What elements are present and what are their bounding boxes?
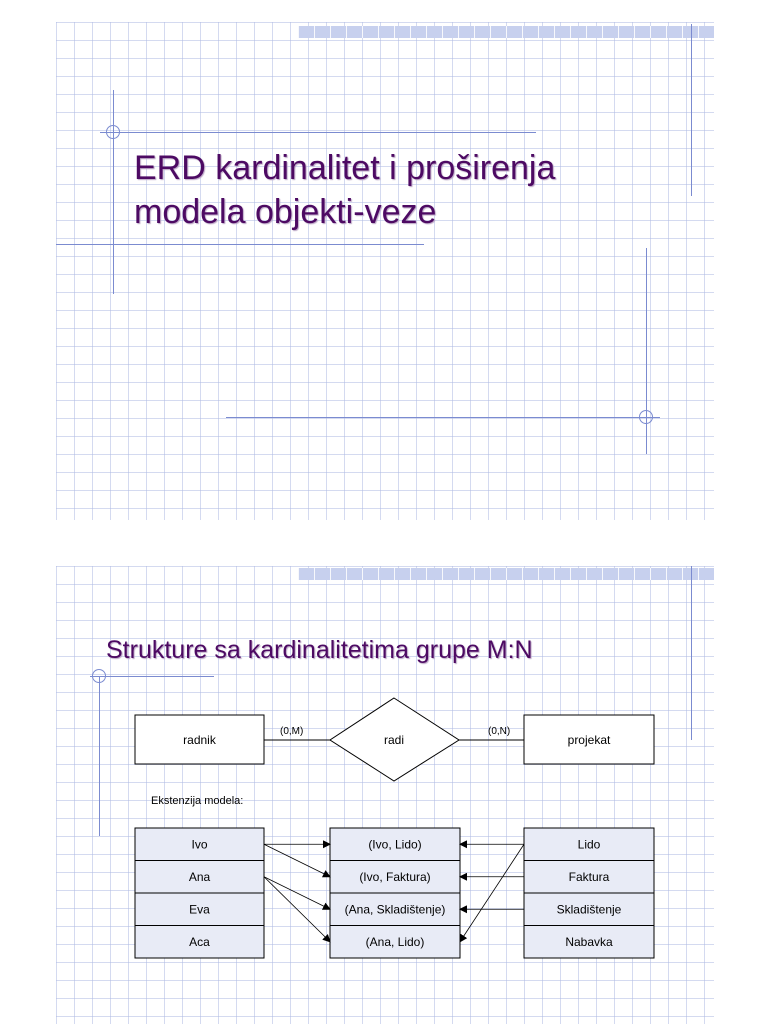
worker-label: Eva: [189, 902, 210, 916]
slide-2-left-vertical-line: [99, 676, 100, 836]
project-label: Skladištenje: [557, 902, 622, 916]
relationship-radi-diamond: [329, 697, 460, 782]
mapping-arrow: [263, 876, 331, 943]
pair-label: (Ivo, Faktura): [359, 870, 430, 884]
worker-cell: [134, 860, 265, 894]
mapping-arrow: [263, 843, 331, 878]
slide-2-title-rule: [90, 676, 214, 677]
slide-1-title-line-1: ERD kardinalitet i proširenja: [134, 149, 556, 187]
slide-1-lower-right-vertical-line: [646, 248, 647, 454]
slide-1-top-rule: [100, 132, 536, 133]
entity-radnik-label: radnik: [183, 733, 217, 747]
slide-2-right-vertical-line: [691, 566, 692, 740]
cardinality-left: (0,M): [280, 726, 303, 737]
slide-1-bottom-rule: [226, 417, 660, 418]
project-label: Nabavka: [565, 935, 613, 949]
entity-projekat-box: [523, 714, 655, 765]
slide-1-top-band: [298, 26, 714, 38]
slide-1-title-underline: [56, 244, 424, 245]
slide-1-left-vertical-line: [113, 90, 114, 294]
slide-1-title-line-2: modela objekti-veze: [134, 193, 437, 231]
slide-2-top-band: [298, 568, 714, 580]
extension-arrows: [263, 840, 525, 943]
extension-label: Ekstenzija modela:: [151, 795, 243, 807]
slide-1-right-vertical-line: [691, 24, 692, 196]
worker-cell: [134, 925, 265, 959]
slide-2-title: Strukture sa kardinalitetima grupe M:N: [106, 636, 533, 664]
project-cell: [523, 925, 655, 959]
slide-1-bottom-circle-ornament: [639, 410, 653, 424]
entity-radnik-box: [134, 714, 265, 765]
worker-label: Ivo: [191, 837, 207, 851]
slide-1-title: ERD kardinalitet i proširenja modela obj…: [134, 146, 694, 234]
project-label: Lido: [578, 837, 601, 851]
project-cell: [523, 827, 655, 861]
pair-label: (Ivo, Lido): [368, 837, 421, 851]
pair-cell: [329, 925, 461, 959]
worker-label: Ana: [189, 870, 211, 884]
worker-label: Aca: [189, 935, 210, 949]
mapping-arrow: [263, 876, 331, 910]
slide-1: ERD kardinalitet i proširenja modela obj…: [56, 22, 714, 520]
worker-cell: [134, 827, 265, 861]
mapping-arrow: [459, 844, 525, 943]
entity-projekat-label: projekat: [568, 733, 611, 747]
pair-label: (Ana, Skladištenje): [345, 902, 446, 916]
pair-label: (Ana, Lido): [366, 935, 425, 949]
relationship-radi-label: radi: [384, 733, 404, 747]
project-cell: [523, 860, 655, 894]
slide-1-top-circle-ornament: [106, 125, 120, 139]
cardinality-right: (0,N): [488, 726, 510, 737]
project-label: Faktura: [569, 870, 610, 884]
